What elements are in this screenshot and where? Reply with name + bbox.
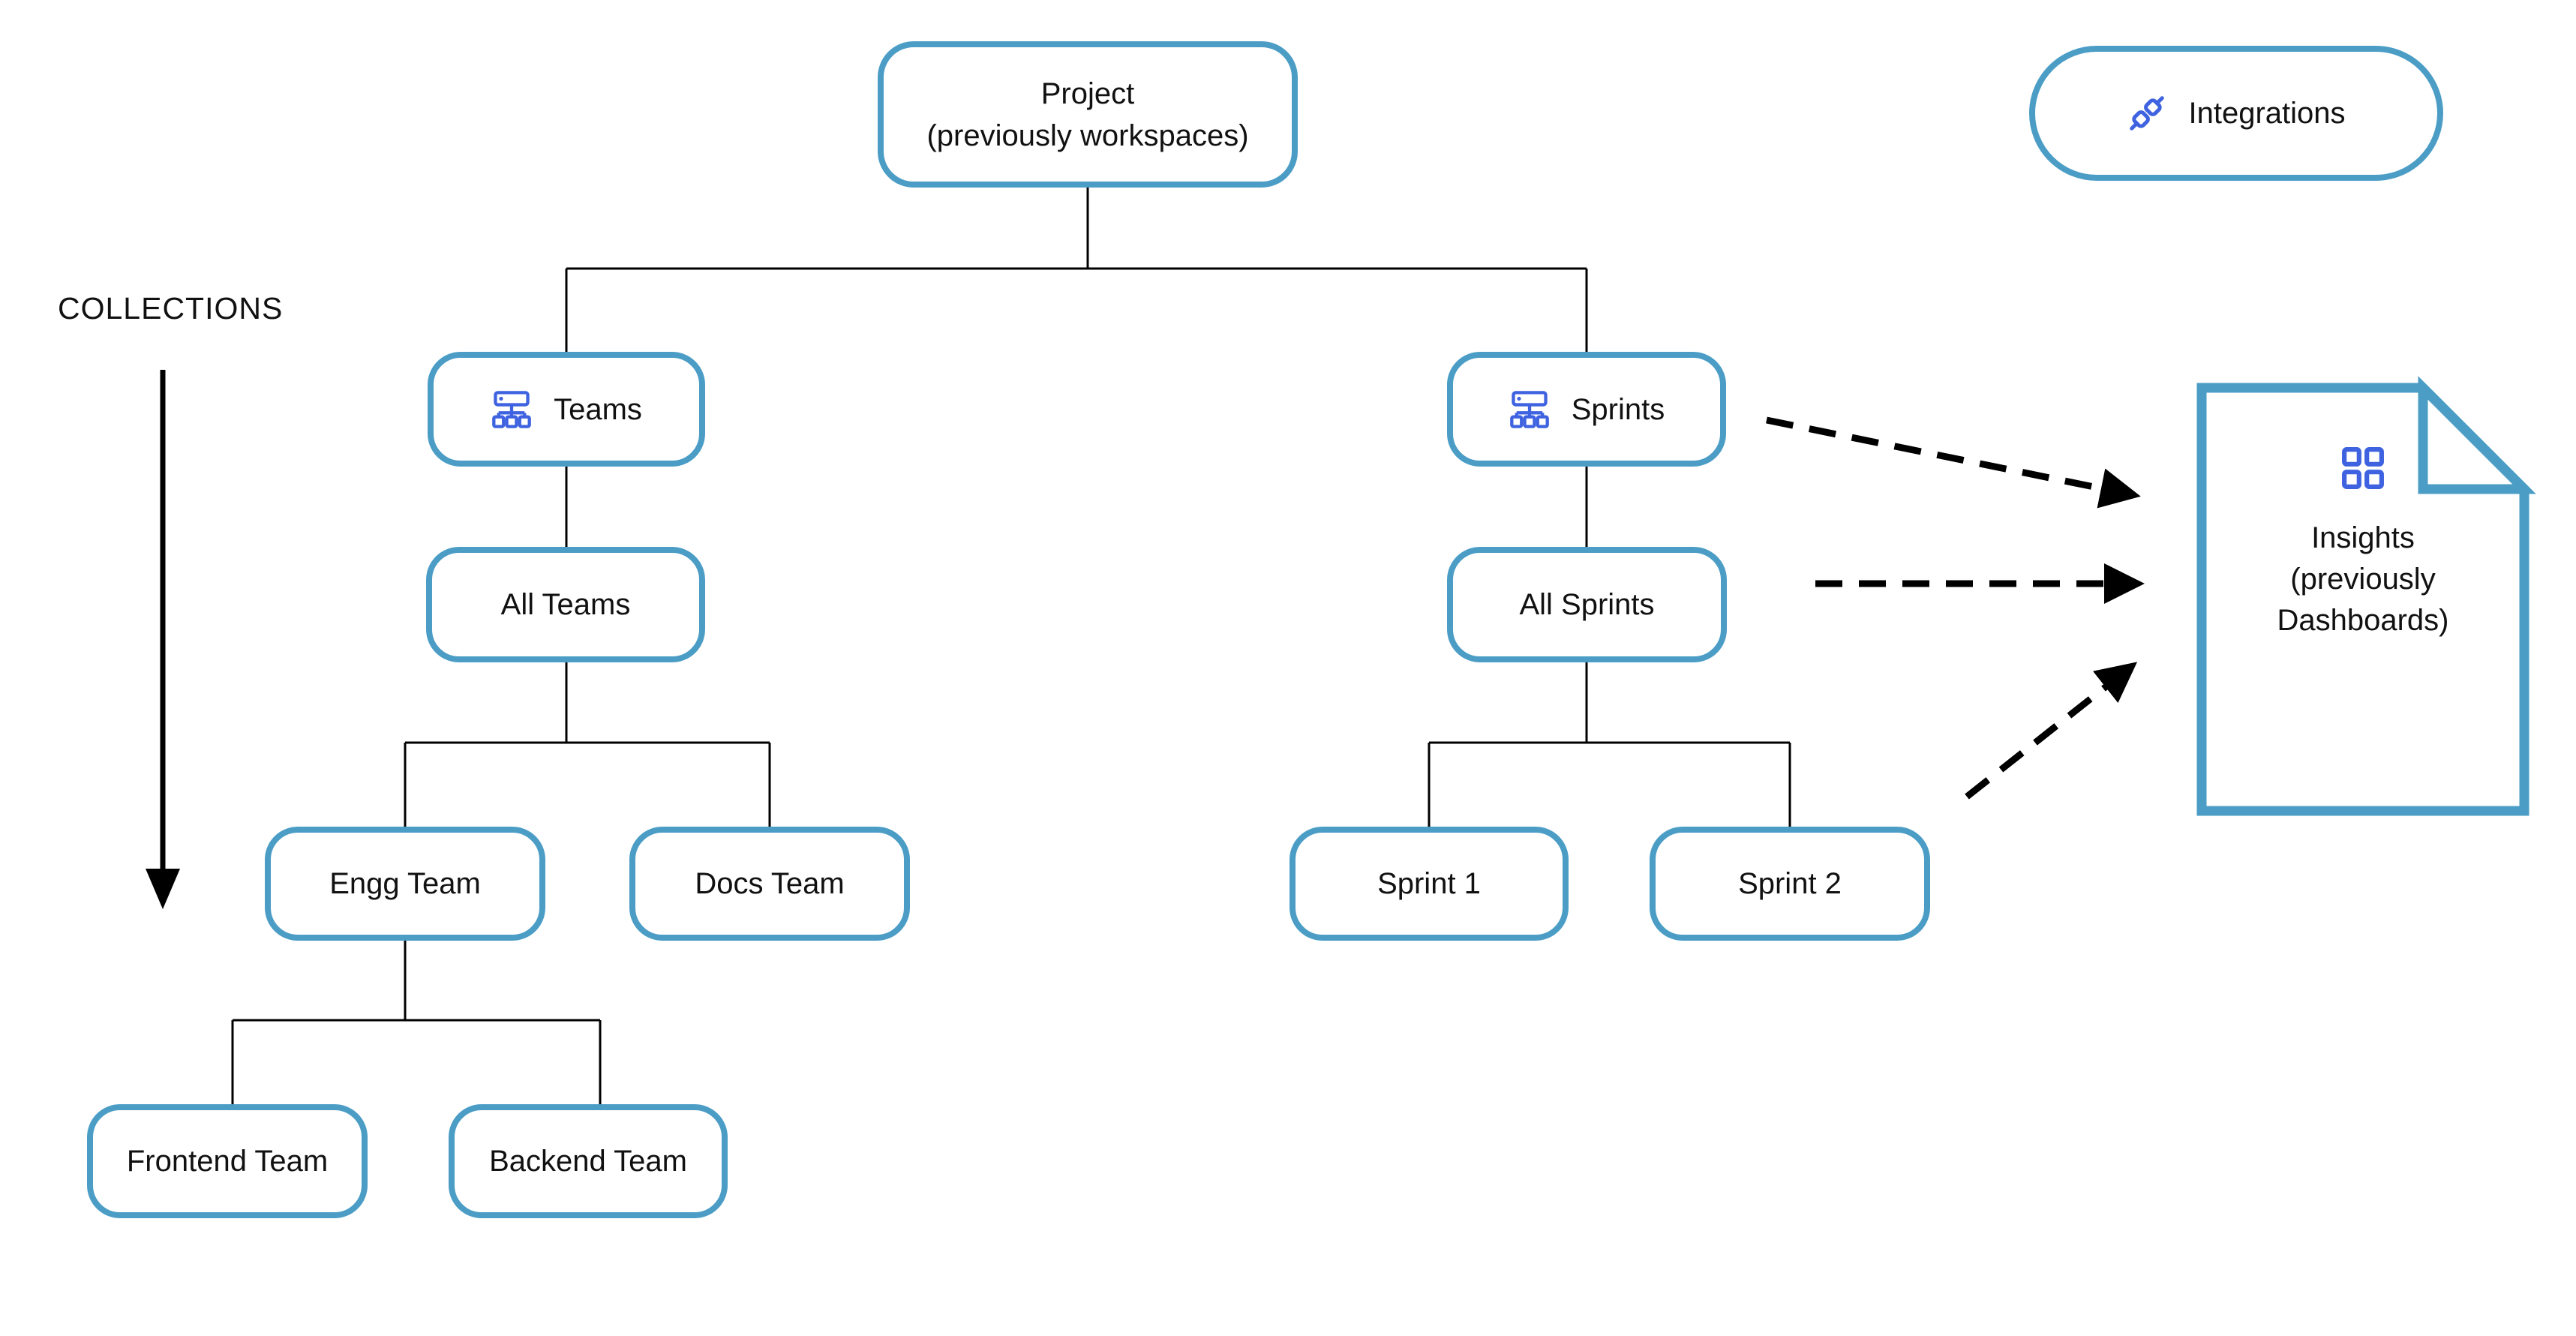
- sprint-2-label: Sprint 2: [1738, 867, 1842, 900]
- dashed-arrows: [1766, 416, 2145, 800]
- integrations-label: Integrations: [2188, 97, 2346, 130]
- sprints-label: Sprints: [1571, 392, 1665, 426]
- sitemap-icon: [1509, 390, 1551, 428]
- sprint-2-node: Sprint 2: [1650, 827, 1930, 941]
- docs-team-node: Docs Team: [629, 827, 910, 941]
- integration-plug-icon: [2127, 93, 2167, 134]
- insights-label-line3: Dashboards): [2277, 604, 2449, 637]
- project-node: Project (previously workspaces): [878, 41, 1298, 188]
- project-label-line2: (previously workspaces): [926, 119, 1249, 152]
- docs-team-label: Docs Team: [695, 867, 845, 900]
- insights-document-shape: [2196, 376, 2536, 816]
- engg-team-label: Engg Team: [329, 867, 481, 900]
- collections-label: COLLECTIONS: [58, 291, 284, 326]
- backend-team-node: Backend Team: [449, 1104, 728, 1218]
- all-sprints-label: All Sprints: [1519, 588, 1655, 621]
- teams-label: Teams: [554, 392, 642, 426]
- sprint-1-label: Sprint 1: [1377, 867, 1481, 900]
- project-label-line1: Project: [1040, 77, 1135, 110]
- teams-node: Teams: [428, 352, 705, 467]
- sitemap-icon: [491, 390, 533, 428]
- all-teams-label: All Teams: [500, 588, 631, 621]
- collections-arrow: [146, 370, 180, 909]
- sprint-1-node: Sprint 1: [1290, 827, 1569, 941]
- folded-corner: [2418, 376, 2536, 494]
- insights-label-line2: (previously: [2290, 563, 2436, 596]
- integrations-node: Integrations: [2029, 46, 2443, 181]
- frontend-team-label: Frontend Team: [126, 1145, 329, 1178]
- all-sprints-node: All Sprints: [1447, 547, 1727, 662]
- dashboard-grid-icon: [2341, 446, 2385, 494]
- all-teams-node: All Teams: [426, 547, 705, 662]
- insights-label-line1: Insights: [2311, 521, 2415, 554]
- engg-team-node: Engg Team: [265, 827, 545, 941]
- backend-team-label: Backend Team: [489, 1145, 687, 1178]
- frontend-team-node: Frontend Team: [87, 1104, 368, 1218]
- sprints-node: Sprints: [1447, 352, 1726, 467]
- insights-node: Insights (previously Dashboards): [2202, 388, 2524, 811]
- hierarchy-connectors: [231, 188, 1791, 1104]
